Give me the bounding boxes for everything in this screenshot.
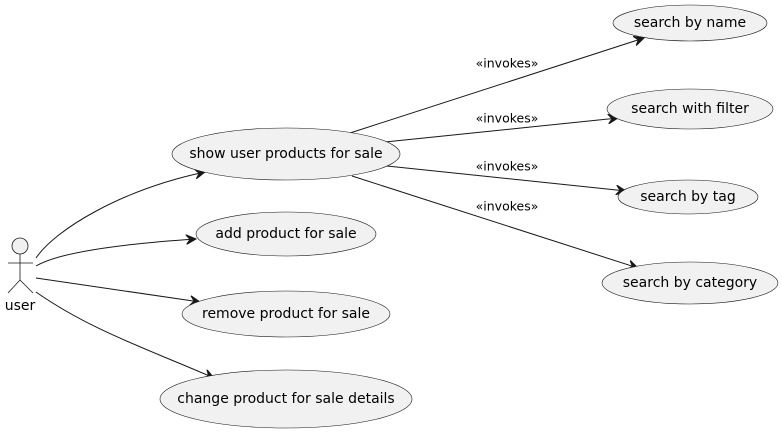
use-case-show-user-products[interactable]: show user products for sale (171, 127, 401, 181)
use-case-remove-product[interactable]: remove product for sale (181, 290, 391, 338)
edge-show-to-search-tag (386, 165, 626, 191)
use-case-search-name[interactable]: search by name (612, 4, 768, 42)
use-case-add-product-label: add product for sale (215, 226, 356, 242)
invokes-label-name: «invokes» (476, 56, 539, 71)
use-case-remove-product-label: remove product for sale (202, 306, 370, 322)
edge-user-to-change-product (35, 291, 214, 378)
use-case-show-user-products-label: show user products for sale (189, 146, 382, 162)
use-case-search-tag[interactable]: search by tag (617, 179, 759, 215)
edge-user-to-remove-product (35, 277, 200, 302)
invokes-label-tag: «invokes» (476, 159, 539, 174)
invokes-label-filter: «invokes» (476, 111, 539, 126)
use-case-change-product-label: change product for sale details (177, 391, 394, 407)
edge-show-to-search-filter (384, 118, 618, 143)
use-case-search-filter[interactable]: search with filter (606, 88, 774, 130)
use-case-change-product[interactable]: change product for sale details (159, 369, 413, 429)
use-case-search-name-label: search by name (634, 15, 746, 31)
edge-show-to-search-name (349, 38, 644, 134)
use-case-search-category[interactable]: search by category (601, 261, 779, 305)
edge-user-to-add-product (35, 239, 196, 267)
use-case-search-tag-label: search by tag (640, 189, 736, 205)
edge-user-to-show-products (35, 172, 205, 259)
use-case-search-filter-label: search with filter (631, 101, 749, 117)
use-case-search-category-label: search by category (623, 275, 757, 291)
edge-show-to-search-category (351, 175, 638, 268)
actor-user-label: user (5, 298, 36, 314)
actor-user-icon (7, 237, 34, 294)
invokes-label-category: «invokes» (476, 199, 539, 214)
use-case-add-product[interactable]: add product for sale (195, 211, 377, 257)
